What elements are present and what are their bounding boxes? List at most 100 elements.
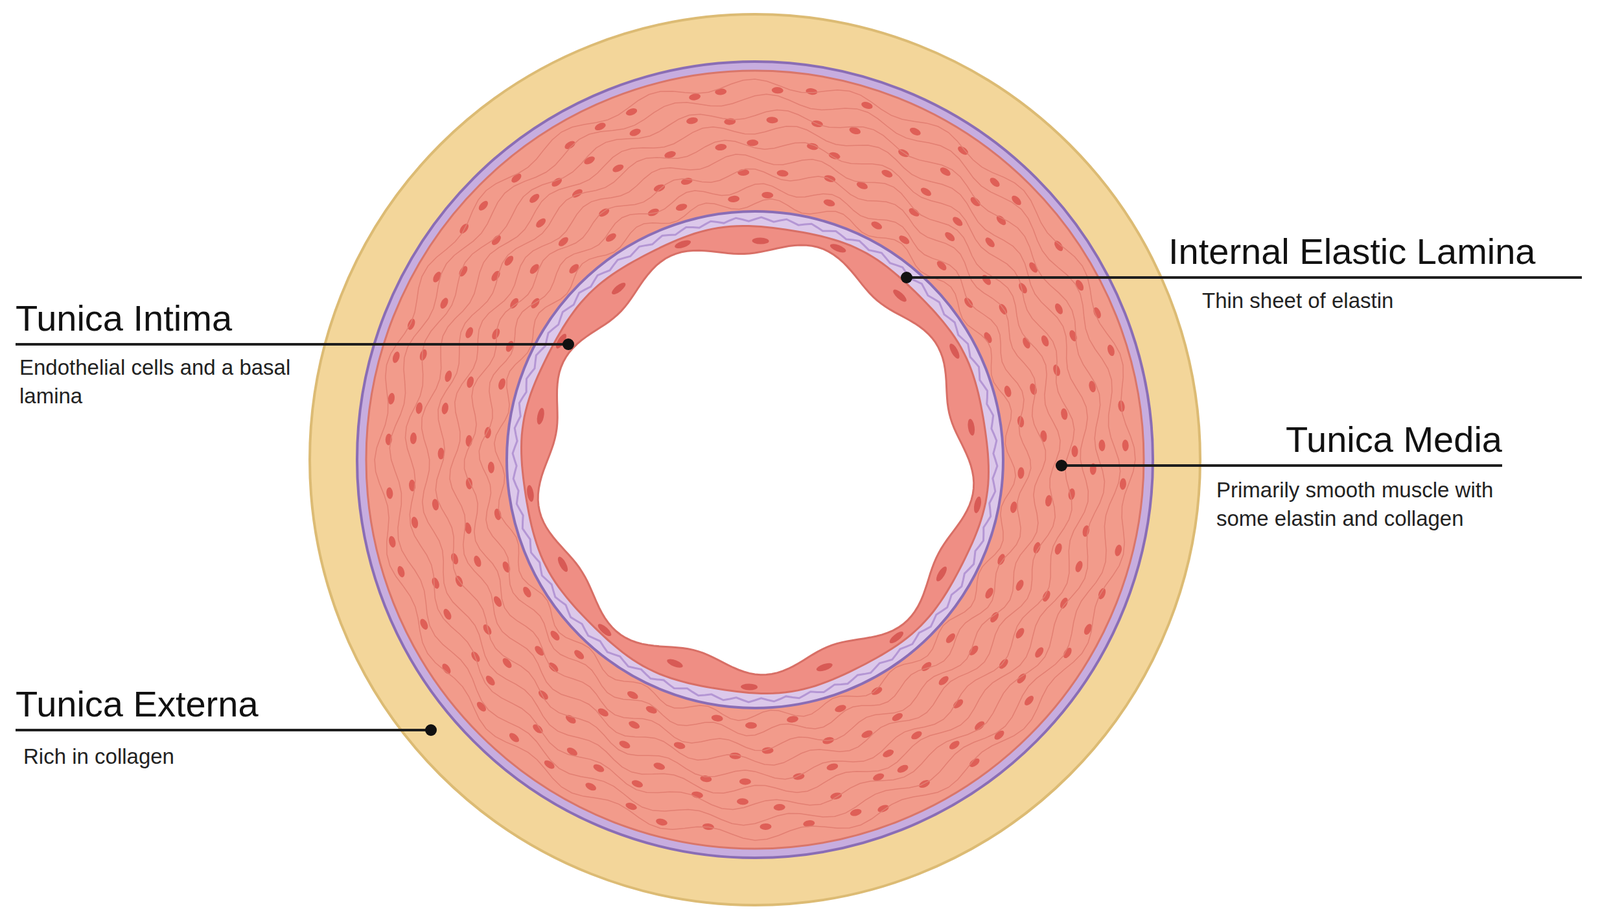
tunica-intima-layer — [521, 226, 989, 694]
cell-nucleus — [771, 86, 785, 94]
cell-nucleus — [548, 628, 562, 642]
cell-nucleus — [825, 762, 839, 772]
cell-nucleus — [972, 495, 983, 514]
leader-line — [15, 342, 569, 346]
cell-nucleus — [497, 377, 507, 391]
cell-nucleus — [776, 169, 789, 177]
leader-dot — [900, 271, 913, 284]
cell-nucleus — [627, 719, 641, 731]
internal-elastic-lamina-ring — [506, 211, 1004, 708]
cell-nucleus — [685, 116, 699, 126]
cell-nucleus — [440, 401, 450, 415]
cell-nucleus — [431, 270, 444, 284]
leader-dots — [425, 271, 1068, 736]
callout-heading: Tunica Media — [1285, 418, 1503, 461]
cell-nucleus — [430, 576, 441, 590]
cell-nucleus — [710, 713, 724, 722]
cell-nucleus — [943, 230, 957, 243]
cell-nucleus — [1053, 301, 1065, 316]
cell-nucleus — [870, 219, 884, 231]
cell-nucleus — [1121, 439, 1129, 452]
cell-nucleus — [410, 515, 419, 529]
cell-nucleus — [751, 237, 769, 245]
vessel-lumen — [537, 244, 974, 675]
cell-nucleus — [997, 657, 1010, 671]
muscle-fibre — [449, 154, 1061, 765]
cell-nucleus — [387, 535, 397, 549]
cell-nucleus — [484, 426, 492, 439]
cell-nucleus — [972, 719, 986, 732]
cell-nucleus — [449, 552, 460, 566]
muscle-fibre — [374, 79, 1136, 840]
cell-nucleus — [463, 325, 475, 340]
callout-heading: Tunica Externa — [15, 683, 259, 725]
cell-nucleus — [714, 143, 728, 151]
cell-nucleus — [1073, 559, 1084, 573]
cell-nucleus — [675, 202, 689, 212]
cell-nucleus — [1058, 596, 1070, 610]
cell-nucleus — [409, 432, 417, 445]
smooth-muscle-texture — [374, 79, 1136, 840]
cell-nucleus — [1106, 343, 1116, 357]
cell-nucleus — [489, 268, 503, 282]
cell-nucleus — [934, 565, 949, 583]
muscle-fibre — [389, 93, 1120, 825]
cell-nucleus — [618, 738, 632, 750]
cell-nucleus — [572, 648, 586, 661]
leader-lines — [15, 277, 1582, 730]
cell-nucleus — [666, 657, 685, 670]
cell-nucleus — [944, 631, 958, 645]
cell-nucleus — [938, 165, 952, 178]
cell-nucleus — [908, 125, 923, 137]
cell-nucleus — [395, 565, 406, 579]
cell-nucleus — [876, 802, 890, 814]
cell-nucleus — [536, 688, 550, 701]
cell-nucleus — [535, 406, 546, 425]
tunica-media-ring — [366, 70, 1144, 849]
leader-line — [1061, 463, 1503, 467]
callout-heading: Internal Elastic Lamina — [1168, 230, 1536, 273]
cell-nucleus — [1017, 466, 1025, 479]
cell-nucleus — [1040, 589, 1052, 603]
cell-nucleus — [1088, 379, 1098, 393]
cell-nucleus — [556, 554, 570, 573]
cell-nucleus — [828, 150, 842, 161]
cell-nucleus — [746, 139, 759, 146]
cell-nucleus — [740, 683, 758, 691]
cell-nucleus — [739, 777, 752, 785]
cell-nucleus — [1053, 542, 1064, 556]
cell-nucleus — [988, 176, 1002, 189]
cell-nucleus — [673, 238, 693, 251]
cell-nucleus — [688, 92, 701, 102]
cell-nucleus — [996, 552, 1007, 566]
tunica-externa-ring — [309, 14, 1201, 905]
cell-nucleus — [1032, 541, 1043, 555]
cell-nucleus — [443, 369, 453, 383]
cell-nucleus — [583, 780, 598, 792]
cell-nucleus — [528, 191, 542, 205]
cell-nucleus — [947, 342, 962, 361]
cell-nucleus — [472, 554, 483, 568]
cell-nucleus — [1027, 260, 1039, 274]
cell-nucleus — [476, 198, 490, 212]
cell-nucleus — [917, 777, 932, 789]
cell-nucleus — [507, 730, 521, 744]
cell-nucleus — [919, 185, 934, 198]
cell-nucleus — [983, 235, 997, 249]
muscle-fibre — [464, 169, 1046, 751]
cell-nucleus — [823, 198, 836, 209]
cell-nucleus — [1098, 439, 1106, 452]
cell-nucleus — [896, 762, 910, 774]
muscle-fibre — [405, 110, 1105, 810]
cell-nucleus — [1052, 239, 1065, 253]
cell-nucleus — [418, 347, 429, 361]
cell-nucleus — [1010, 193, 1024, 207]
callout-note: Thin sheet of elastin — [1202, 286, 1566, 315]
cell-nucleus — [968, 195, 982, 208]
cell-nucleus — [829, 791, 843, 801]
muscle-fibre — [435, 139, 1074, 779]
cell-nucleus — [745, 721, 757, 729]
cell-nucleus — [534, 216, 548, 229]
cell-nucleus — [962, 296, 975, 310]
